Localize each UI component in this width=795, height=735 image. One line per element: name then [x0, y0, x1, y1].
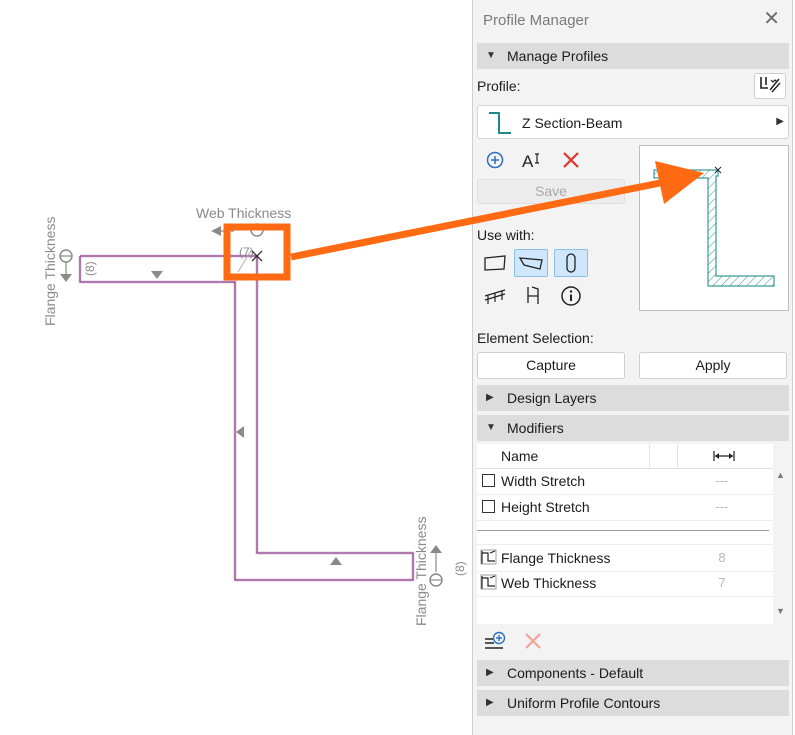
parameter-icon [480, 574, 497, 590]
flange-edge-marker-top[interactable] [151, 271, 163, 279]
modifier-name: Width Stretch [501, 473, 586, 489]
column-icon [566, 253, 576, 273]
column-header-name: Name [501, 448, 539, 464]
scroll-up-arrow[interactable]: ▲ [776, 470, 785, 480]
section-design-layers[interactable]: ▶ Design Layers [477, 385, 789, 411]
use-with-wall-button[interactable] [481, 249, 509, 277]
width-stretch-checkbox[interactable] [482, 474, 495, 487]
delete-x-icon [525, 633, 541, 649]
modifier-value[interactable]: 7 [718, 575, 726, 590]
z-section-preview-shape [653, 166, 775, 287]
section-label: Components - Default [507, 665, 644, 681]
chevron-right-icon: ▶ [776, 116, 784, 127]
flange-thickness-label-right: Flange Thickness [413, 517, 429, 626]
caret-right-icon: ▶ [486, 667, 494, 678]
use-with-column-button[interactable] [554, 249, 588, 277]
modifier-value[interactable]: --- [715, 473, 729, 488]
parameter-icon [480, 549, 497, 565]
anchor-cross-icon [251, 250, 263, 262]
add-profile-button[interactable] [481, 146, 509, 174]
capture-button[interactable]: Capture [477, 352, 625, 379]
section-label: Uniform Profile Contours [507, 695, 661, 711]
height-stretch-checkbox[interactable] [482, 500, 495, 513]
beam-icon [518, 257, 543, 270]
table-row[interactable]: Web Thickness 7 [477, 570, 773, 597]
panel-title: Profile Manager [483, 12, 589, 29]
caret-down-icon: ▼ [486, 50, 496, 61]
section-modifiers[interactable]: ▼ Modifiers [477, 415, 789, 441]
profile-options-button[interactable] [754, 73, 786, 99]
element-selection-label: Element Selection: [477, 330, 594, 346]
profile-name: Z Section-Beam [522, 115, 623, 131]
flange-thickness-value-right: (8) [453, 561, 467, 576]
caret-right-icon: ▶ [486, 392, 494, 403]
web-edge-marker[interactable] [236, 426, 244, 438]
web-thickness-value: (7) [239, 245, 254, 259]
profile-preview [639, 145, 789, 311]
info-icon [561, 286, 581, 306]
profile-manager-panel: Profile Manager ✕ ▼ Manage Profiles Prof… [472, 0, 793, 735]
section-components[interactable]: ▶ Components - Default [477, 660, 789, 686]
scroll-down-arrow[interactable]: ▼ [776, 606, 785, 616]
rename-profile-button[interactable]: A [519, 146, 547, 174]
flange-edge-marker-bottom[interactable] [330, 557, 342, 565]
section-label: Modifiers [507, 420, 564, 436]
profile-label: Profile: [477, 78, 521, 94]
save-button[interactable]: Save [477, 179, 625, 204]
svg-text:A: A [522, 152, 534, 170]
section-label: Design Layers [507, 390, 597, 406]
section-label: Manage Profiles [507, 48, 609, 64]
flange-thickness-label-left: Flange Thickness [42, 217, 58, 326]
close-icon[interactable]: ✕ [763, 8, 780, 30]
info-button[interactable] [557, 282, 585, 310]
modifier-name: Flange Thickness [501, 550, 611, 566]
table-divider [477, 530, 769, 531]
apply-button[interactable]: Apply [639, 352, 787, 379]
profile-options-icon [760, 77, 781, 93]
modifier-name: Web Thickness [501, 575, 597, 591]
value-column-width-icon [713, 451, 735, 461]
flange-thickness-value-left: (8) [83, 261, 97, 276]
rename-icon: A [522, 152, 539, 170]
table-row[interactable]: Height Stretch --- [477, 494, 773, 521]
caret-down-icon: ▼ [486, 422, 496, 433]
wall-icon [484, 255, 506, 271]
section-uniform-profile-contours[interactable]: ▶ Uniform Profile Contours [477, 690, 789, 716]
web-thickness-label: Web Thickness [196, 205, 291, 221]
use-with-object-button[interactable] [519, 282, 547, 310]
table-row[interactable]: Width Stretch --- [477, 468, 773, 495]
chair-icon [527, 286, 539, 304]
railing-icon [484, 289, 506, 304]
add-circle-icon [486, 151, 504, 169]
use-with-railing-button[interactable] [481, 282, 509, 310]
modifier-value[interactable]: --- [715, 499, 729, 514]
use-with-beam-button[interactable] [514, 249, 548, 277]
caret-right-icon: ▶ [486, 697, 494, 708]
use-with-label: Use with: [477, 227, 535, 243]
modifier-name: Height Stretch [501, 499, 590, 515]
delete-profile-button[interactable] [557, 146, 585, 174]
callout-highlight-box [223, 223, 291, 281]
flange-thickness-handle-left[interactable] [59, 249, 73, 282]
z-section-icon [489, 112, 511, 134]
section-manage-profiles[interactable]: ▼ Manage Profiles [477, 43, 789, 69]
delete-x-icon [563, 152, 579, 168]
panel-titlebar: Profile Manager ✕ [473, 0, 792, 40]
modifiers-table: Name Width Stretch --- Height Stretch --… [477, 444, 773, 624]
z-profile-outline[interactable] [78, 254, 415, 582]
flange-thickness-handle-right[interactable] [429, 545, 443, 587]
add-modifier-icon [485, 631, 506, 649]
add-modifier-button[interactable] [481, 627, 509, 655]
modifier-value[interactable]: 8 [718, 550, 726, 565]
table-header: Name [477, 444, 773, 469]
profile-dropdown[interactable]: Z Section-Beam ▶ [477, 105, 789, 139]
table-row[interactable]: Flange Thickness 8 [477, 544, 773, 572]
delete-modifier-button[interactable] [519, 627, 547, 655]
